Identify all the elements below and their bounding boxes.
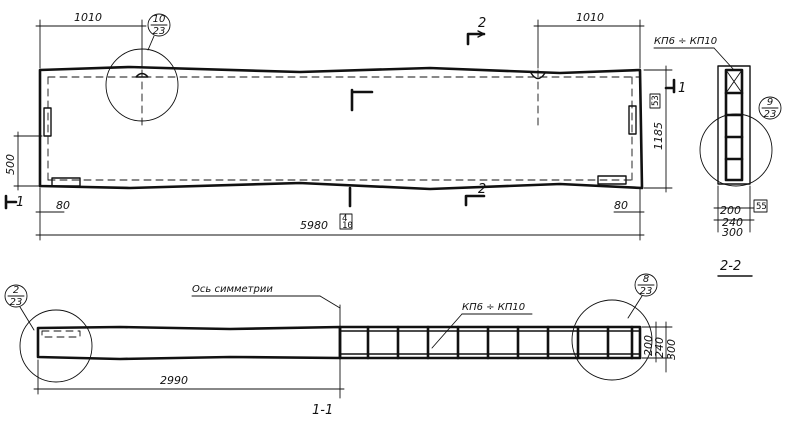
detail-top-num: 10 [153,14,166,25]
section-2-2-box-mark: 55 [756,202,767,212]
detail-circle-right [571,299,653,381]
center-mark [350,88,374,112]
embedded-plate-bottom-right [597,175,627,185]
section-2-2-cage [724,68,744,182]
dim-half-length: 2990 [160,374,188,387]
detail-callout-top [147,13,171,37]
dim-top-right: 1010 [576,11,604,24]
dim-height: 1185 [652,122,665,150]
detail-2-2-num: 9 [767,97,773,108]
lifting-loop-left [135,72,149,78]
lifting-loop-right [530,72,546,80]
embedded-plate-left [43,107,52,137]
section-1-1-dim-mid: 240 [653,337,666,358]
dim-end-left: 80 [56,199,70,212]
section-2-2-dim-mid: 240 [722,216,743,229]
box-length-den: 10 [342,221,353,231]
box-height-mark: 53 [651,95,661,106]
section-2-2-reinforcement: КП6 ÷ КП10 [654,36,717,47]
detail-2-2-sheet: 23 [764,109,777,120]
section-2-2-dim-inner: 200 [720,204,741,217]
section-1-1-title: 1-1 [312,403,333,418]
detail-right-sheet: 23 [640,286,653,297]
section-2-2-outline [717,65,751,185]
section-1-mark-right [664,78,676,94]
symmetry-axis-label: Ось симметрии [192,284,273,295]
section-2-2-title: 2-2 [720,259,741,274]
detail-callout-2-2 [758,96,782,120]
detail-left-sheet: 23 [10,297,23,308]
section-2-mark-bottom [464,194,486,207]
dim-length: 5980 [300,219,328,232]
detail-circle-2-2 [699,113,773,187]
detail-circle-left [19,309,93,383]
section-1-1-reinforcement: КП6 ÷ КП10 [462,302,525,313]
section-1-label-left: 1 [16,195,24,210]
detail-callout-left [4,284,28,308]
box-length-num: 4 [342,214,347,224]
detail-callout-right [634,273,658,297]
embedded-plate-right [628,105,637,135]
plan-view: 10 23 1010 1010 2 2 1 1 1185 53 [4,11,686,241]
detail-top-sheet: 23 [153,26,166,37]
section-2-label-bottom: 2 [478,182,486,197]
section-1-1: Ось симметрии КП6 ÷ КП10 2 23 8 23 2990 … [4,273,678,418]
section-2-label-top: 2 [478,16,486,31]
section-1-1-slab [36,325,342,361]
section-1-1-stirrups [366,325,634,360]
section-1-mark-left [4,194,18,210]
section-2-2-dim-outer: 300 [722,226,743,239]
section-2-mark-top [466,32,486,46]
section-1-1-dim-inner: 200 [642,335,655,356]
dim-side: 500 [4,154,17,175]
slab-outline [38,65,644,191]
detail-right-num: 8 [643,274,649,285]
section-2-2: КП6 ÷ КП10 9 23 200 240 300 55 2-2 [653,36,782,277]
section-1-1-dim-outer: 300 [665,339,678,360]
embedded-plate-bottom-left [51,177,81,187]
detail-left-num: 2 [13,285,19,296]
section-1-label-right: 1 [678,81,686,96]
dim-top-left: 1010 [74,11,102,24]
dim-end-right: 80 [614,199,628,212]
